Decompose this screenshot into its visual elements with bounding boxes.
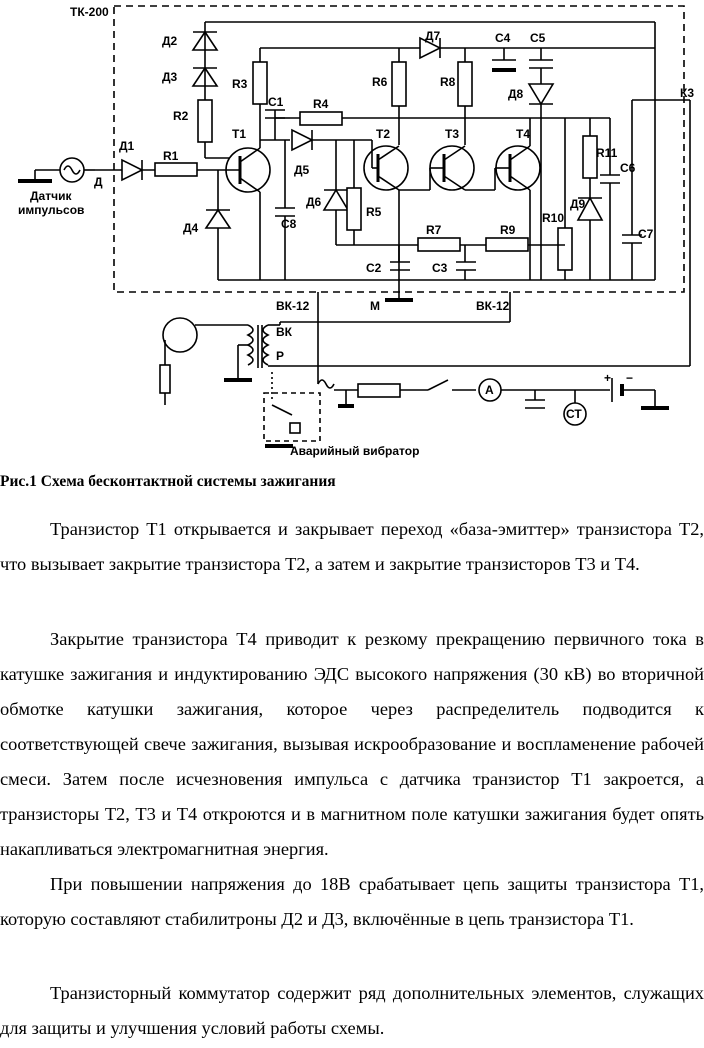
label-r2: R2 xyxy=(173,109,189,123)
diode-d5 xyxy=(291,128,314,152)
diode-d8 xyxy=(527,83,555,106)
label-c3: С3 xyxy=(432,261,448,275)
label-r7: R7 xyxy=(426,223,442,237)
diode-d7 xyxy=(419,36,442,60)
emergency-vibrator-enclosure xyxy=(263,392,321,442)
label-k3: К3 xyxy=(680,86,694,100)
label-c8: С8 xyxy=(281,217,297,231)
label-c4: С4 xyxy=(495,31,511,45)
label-r4: R4 xyxy=(313,97,329,111)
label-m: М xyxy=(370,299,380,313)
label-emergency-vibrator: Аварийный вибратор xyxy=(290,444,419,458)
diode-d4 xyxy=(204,208,232,229)
resistor-r1 xyxy=(154,162,198,177)
label-r1: R1 xyxy=(163,149,179,163)
label-ammeter: А xyxy=(485,383,494,397)
label-sensor-line1: Датчик xyxy=(30,189,72,203)
label-d9: Д9 xyxy=(570,197,586,211)
starter-symbol xyxy=(563,402,587,426)
label-r3: R3 xyxy=(232,77,248,91)
resistor-r3 xyxy=(252,61,268,105)
resistor-r8 xyxy=(457,61,473,107)
label-c6: C6 xyxy=(620,161,636,175)
paragraph: При повышении напряжения до 18В срабатыв… xyxy=(0,874,704,929)
label-plus: + xyxy=(604,371,611,385)
diode-d2 xyxy=(191,30,219,51)
label-vk12-left: ВК-12 xyxy=(276,299,310,313)
label-t1: T1 xyxy=(232,127,246,141)
label-d7: Д7 xyxy=(425,29,441,43)
diode-d9 xyxy=(576,196,604,221)
resistor-r10 xyxy=(557,227,573,271)
label-r11: R11 xyxy=(596,146,618,160)
label-r9: R9 xyxy=(500,223,516,237)
label-t3: T3 xyxy=(445,127,459,141)
label-tk200: ТК-200 xyxy=(70,5,109,19)
label-vk12-right: ВК-12 xyxy=(476,299,510,313)
label-d-terminal: Д xyxy=(94,175,103,189)
paragraph: Закрытие транзистора Т4 приводит к резко… xyxy=(0,629,704,859)
distributor-symbol xyxy=(162,317,198,353)
label-c5: С5 xyxy=(530,31,546,45)
resistor-r7 xyxy=(417,237,461,252)
label-r8: R8 xyxy=(440,75,456,89)
label-t2: T2 xyxy=(376,127,390,141)
label-r10: R10 xyxy=(542,211,564,225)
label-d2: Д2 xyxy=(162,34,178,48)
figure-caption: Рис.1 Схема бесконтактной системы зажига… xyxy=(0,473,336,490)
label-starter: СТ xyxy=(566,407,582,421)
diode-d1 xyxy=(121,158,144,182)
resistor-r11 xyxy=(582,135,598,179)
label-t4: T4 xyxy=(516,127,530,141)
diode-d3 xyxy=(191,66,219,87)
label-sensor-line2: импульсов xyxy=(18,203,84,217)
label-d5: Д5 xyxy=(294,163,310,177)
label-d6: Д6 xyxy=(306,195,322,209)
resistor-r4 xyxy=(299,111,343,126)
label-r5: R5 xyxy=(366,205,382,219)
label-d8: Д8 xyxy=(508,87,524,101)
label-c7: C7 xyxy=(638,227,654,241)
spark-plug-symbol xyxy=(159,364,171,394)
resistor-r6 xyxy=(391,61,407,107)
label-minus: − xyxy=(626,371,633,385)
label-c2: С2 xyxy=(366,261,382,275)
label-p: Р xyxy=(276,349,284,363)
label-vk: ВК xyxy=(276,325,293,339)
label-d3: Д3 xyxy=(162,70,178,84)
paragraph: Транзисторный коммутатор содержит ряд до… xyxy=(0,983,704,1038)
ignition-circuit-diagram: ТК-200 Д2 Д3 Д7 С4 С5 Д8 К3 R3 C1 R4 R6 … xyxy=(18,5,694,458)
paragraph: Транзистор Т1 открывается и закрывает пе… xyxy=(0,519,704,574)
resistor-additional xyxy=(357,383,401,398)
label-d1: Д1 xyxy=(119,139,135,153)
diode-d6 xyxy=(322,188,350,211)
label-c1: C1 xyxy=(268,95,284,109)
resistor-r5 xyxy=(346,187,362,231)
transistor-t2 xyxy=(363,145,409,191)
label-d4: Д4 xyxy=(183,221,199,235)
resistor-r2 xyxy=(197,99,213,143)
label-r6: R6 xyxy=(372,75,388,89)
resistor-r9 xyxy=(485,237,529,252)
